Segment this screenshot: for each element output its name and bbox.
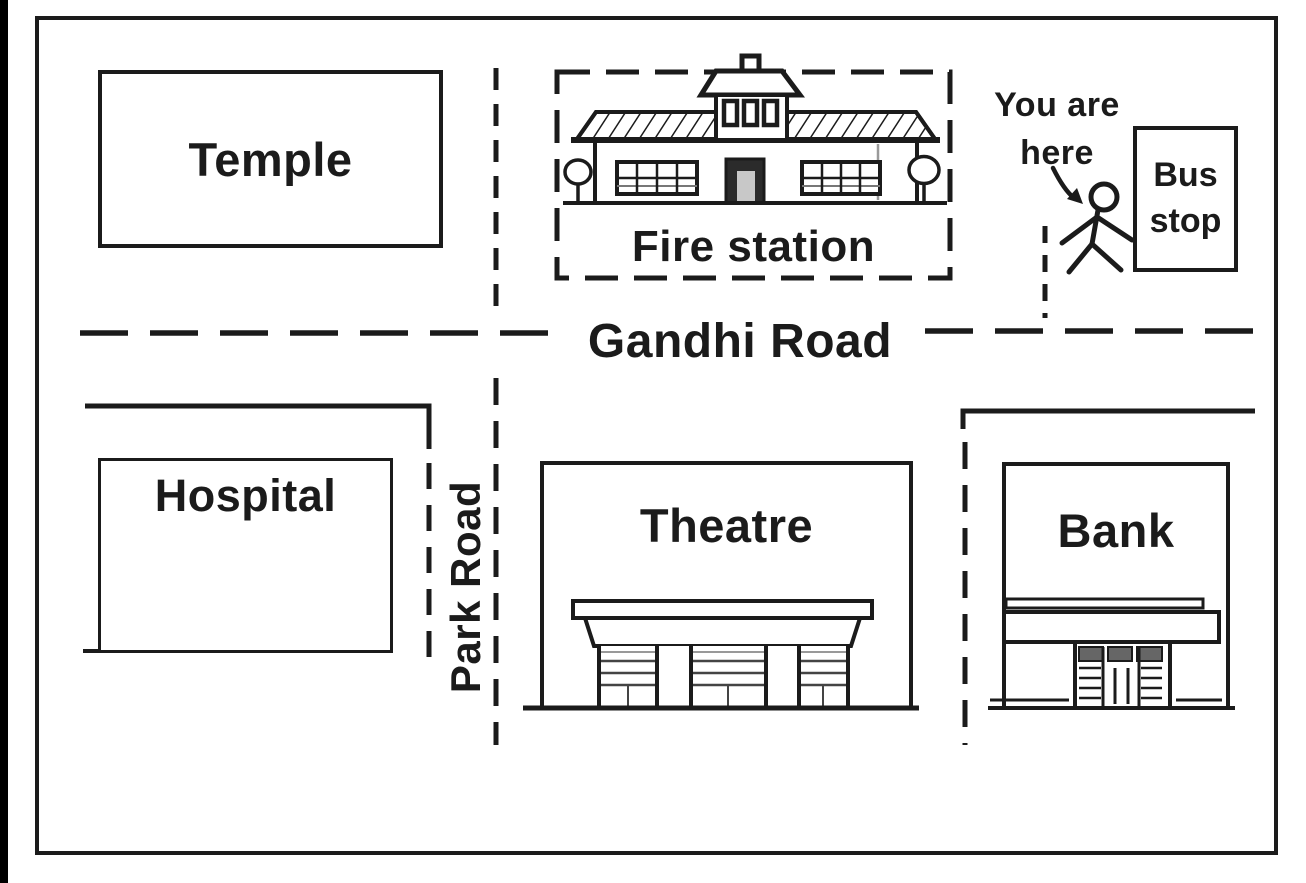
theatre-shutter-doors [601,651,846,706]
cupola-pediment [696,68,805,98]
bank-storefront-illustration [988,597,1235,710]
bank-label: Bank [1057,504,1175,557]
hospital-block [98,458,393,653]
you-are-here-line2: here [1020,133,1094,172]
hospital-block-top-edge [85,403,432,449]
bus-stop-line2: stop [1149,202,1222,240]
block-edges [83,403,1255,653]
bus-stop-block: Bus stop [1133,126,1238,272]
temple-label: Temple [188,132,353,186]
you-are-here-label: You are here [972,82,1142,177]
fire-station-window-left [615,160,699,196]
tree-icon [907,154,941,202]
theatre-label: Theatre [639,499,814,552]
left-edge-strip [0,0,8,883]
arrow-head [1067,188,1083,204]
bank-entrance [1078,646,1163,706]
bus-stop-line1: Bus [1153,156,1218,195]
fire-station-illustration [563,53,947,205]
stick-figure-icon [1059,181,1135,275]
bank-block [1002,462,1230,708]
tree-icon [563,158,593,202]
you-are-here-marker [1050,165,1135,275]
theatre-marquee-illustration [523,599,919,711]
bank-block-top-edge [960,408,1255,429]
you-are-here-line1: You are [994,86,1120,124]
fire-station-label: Fire station [631,222,876,271]
temple-block [98,70,443,248]
park-road-label: Park Road [442,480,489,694]
gandhi-road-label: Gandhi Road [587,315,893,368]
hospital-label: Hospital [154,470,337,521]
fire-station-window-right [800,160,882,196]
theatre-block [540,461,913,708]
